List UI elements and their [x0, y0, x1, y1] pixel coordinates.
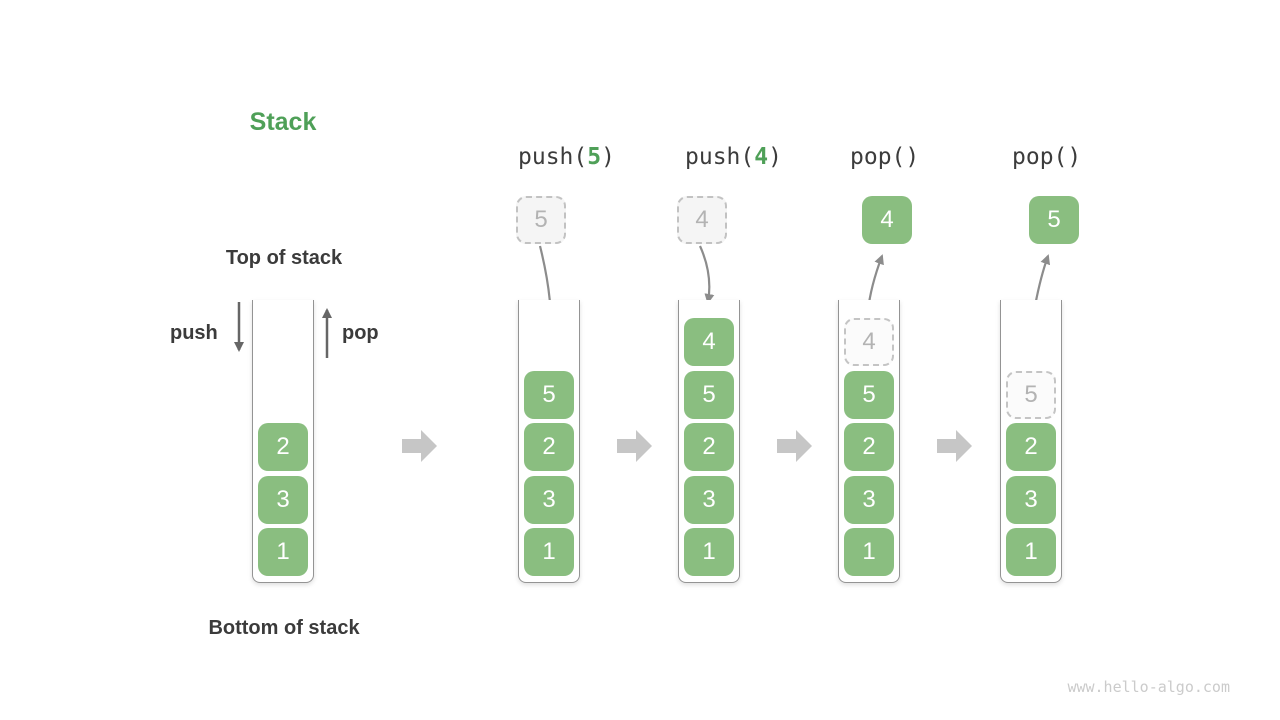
stack-cell: 1	[684, 528, 734, 576]
stack-cell: 4	[684, 318, 734, 366]
operation-arg: 4	[754, 144, 769, 170]
push-label: push	[170, 322, 218, 344]
stack-cell: 1	[844, 528, 894, 576]
operation-prefix: push(	[518, 144, 588, 170]
stack-cell: 5	[844, 370, 894, 419]
stack-cell: 2	[1006, 423, 1056, 471]
operation-suffix: )	[601, 144, 615, 170]
stack-cell: 2	[844, 423, 894, 471]
stack-cell: 2	[684, 423, 734, 471]
watermark: www.hello-algo.com	[1067, 678, 1230, 696]
operation-label-pop2: pop()	[1012, 144, 1081, 170]
operation-prefix: pop(	[850, 144, 906, 170]
operation-suffix: )	[905, 144, 920, 170]
popped-cell: 4	[862, 196, 912, 244]
stack-cell: 3	[258, 475, 308, 524]
step-arrow-icon	[937, 430, 972, 462]
operation-label-push4: push(4)	[685, 144, 782, 170]
operation-suffix: )	[1067, 144, 1082, 170]
stack-cell: 3	[524, 475, 574, 524]
bottom-of-stack-label: Bottom of stack	[208, 617, 360, 639]
operation-prefix: pop(	[1012, 144, 1068, 170]
stack-cell: 2	[524, 423, 574, 471]
push-curve-arrow-icon	[698, 245, 715, 304]
operation-arg: 5	[587, 144, 602, 170]
step-arrow-icon	[402, 430, 437, 462]
ghost-cell-dashed: 5	[1006, 370, 1056, 419]
step-arrow-icon	[777, 430, 812, 462]
stack-cell: 5	[684, 370, 734, 419]
incoming-cell-dashed: 5	[516, 196, 566, 244]
stack-cell: 3	[684, 475, 734, 524]
stack-cell: 3	[844, 475, 894, 524]
stack-cell: 2	[258, 423, 308, 471]
stack-cell: 1	[1006, 528, 1056, 576]
stack-cell: 1	[258, 528, 308, 576]
operation-suffix: )	[768, 144, 782, 170]
operation-prefix: push(	[685, 144, 755, 170]
step-arrow-icon	[617, 430, 652, 462]
pop-label: pop	[342, 322, 379, 344]
top-of-stack-label: Top of stack	[225, 247, 343, 269]
diagram-title: Stack	[249, 108, 317, 136]
stack-cell: 3	[1006, 475, 1056, 524]
operation-label-push5: push(5)	[518, 144, 615, 170]
popped-cell: 5	[1029, 196, 1079, 244]
operation-label-pop1: pop()	[850, 144, 919, 170]
stack-cell: 5	[524, 370, 574, 419]
ghost-cell-dashed: 4	[844, 318, 894, 366]
incoming-cell-dashed: 4	[677, 196, 727, 244]
stack-cell: 1	[524, 528, 574, 576]
